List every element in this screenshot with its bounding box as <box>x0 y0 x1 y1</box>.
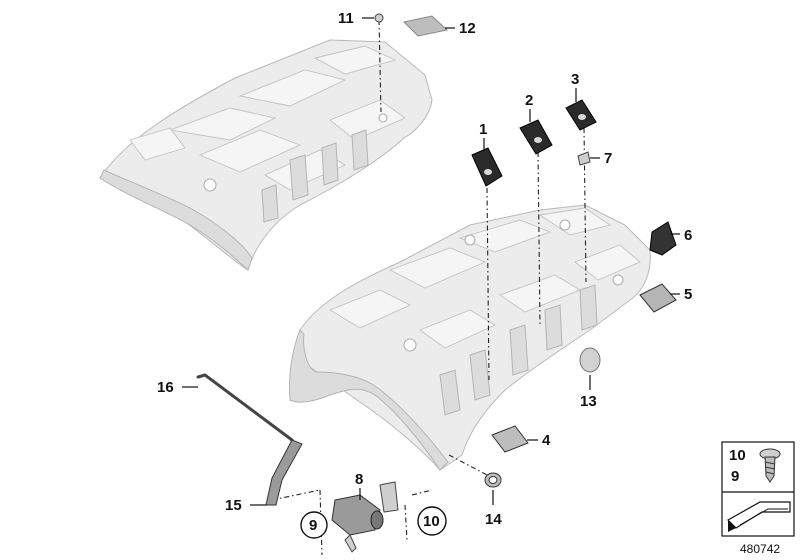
screw-icon <box>759 448 781 483</box>
leader-lines <box>182 17 680 506</box>
legend-label-9: 9 <box>731 468 739 485</box>
part-3-clip <box>565 99 597 131</box>
generic-part-symbol-icon <box>727 501 791 532</box>
callout-15: 15 <box>225 497 242 514</box>
callout-13: 13 <box>580 393 597 410</box>
part-2-clip <box>519 119 553 155</box>
callout-14: 14 <box>485 511 502 528</box>
callout-3: 3 <box>571 71 579 88</box>
part-7-clip-nut <box>577 151 591 166</box>
callout-labels: 1 2 3 4 5 6 7 8 11 12 13 14 15 16 9 10 <box>157 10 692 539</box>
part-6-retainer <box>649 221 677 256</box>
upper-cover-panel <box>99 39 433 271</box>
legend-box: 10 9 <box>721 441 795 537</box>
part-16-rod <box>196 373 294 442</box>
part-13-cap <box>579 347 601 373</box>
part-14-ring <box>484 472 502 488</box>
svg-text:10: 10 <box>423 513 440 530</box>
part-12-pad <box>402 15 449 37</box>
callout-4: 4 <box>542 432 551 449</box>
part-11-nut <box>374 13 384 23</box>
callout-12: 12 <box>459 20 476 37</box>
callout-8: 8 <box>355 471 363 488</box>
callout-7: 7 <box>604 150 612 167</box>
part-15-lever <box>265 439 303 506</box>
diagram-number: 480742 <box>740 542 780 556</box>
part-1-clip <box>471 147 503 187</box>
callout-11: 11 <box>338 10 354 27</box>
callout-2: 2 <box>525 92 533 109</box>
callout-6: 6 <box>684 227 692 244</box>
callout-5: 5 <box>684 286 692 303</box>
callout-16: 16 <box>157 379 174 396</box>
callout-1: 1 <box>479 121 487 138</box>
part-8-lock-cylinder <box>331 481 399 553</box>
svg-text:9: 9 <box>309 517 317 534</box>
legend-label-10: 10 <box>729 447 746 464</box>
callout-9-circled: 9 <box>300 511 328 539</box>
lower-main-panel <box>289 204 651 471</box>
part-4-catch <box>491 425 529 453</box>
callout-10-circled: 10 <box>417 506 447 536</box>
part-5-latch <box>639 283 677 313</box>
